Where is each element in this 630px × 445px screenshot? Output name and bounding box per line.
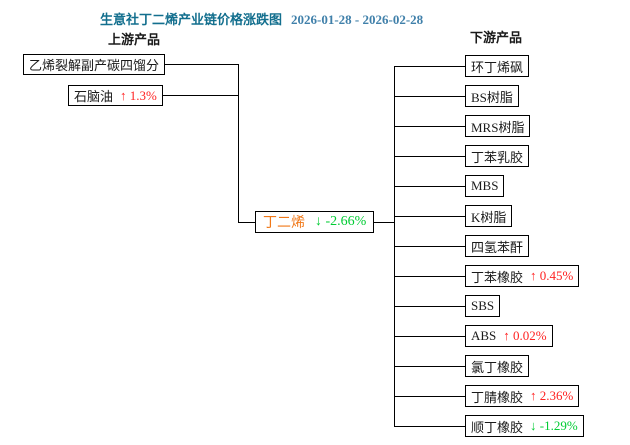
downstream-header: 下游产品 — [470, 30, 523, 45]
product-label: 四氢苯酐 — [471, 239, 524, 255]
connector-line — [394, 126, 470, 127]
upstream-product-box: 乙烯裂解副产碳四馏分 — [23, 54, 166, 75]
product-label: MBS — [471, 178, 499, 193]
downstream-product-box: 丁苯橡胶 ↑ 0.45% — [465, 265, 580, 287]
price-change: ↑ 2.36% — [530, 388, 574, 403]
downstream-product-box: MBS — [465, 175, 505, 197]
product-label: MRS树脂 — [471, 119, 525, 135]
upstream-product-box: 石脑油 ↑ 1.3% — [68, 85, 163, 106]
product-label: 环丁烯砜 — [471, 59, 524, 75]
downstream-product-box: ABS ↑ 0.02% — [465, 325, 553, 347]
downstream-product-box: BS树脂 — [465, 85, 519, 107]
downstream-product-box: SBS — [465, 295, 501, 317]
diagram-title: 生意社丁二烯产业链价格涨跌图 2026-01-28 - 2026-02-28 — [100, 9, 423, 28]
downstream-product-box: MRS树脂 — [465, 115, 531, 137]
connector-line — [394, 156, 470, 157]
connector-line — [238, 222, 268, 223]
connector-line — [394, 306, 470, 307]
downstream-product-box: 氯丁橡胶 — [465, 355, 530, 377]
connector-line — [394, 246, 470, 247]
product-label: 氯丁橡胶 — [471, 359, 524, 375]
connector-line — [394, 186, 470, 187]
connector-line — [140, 64, 238, 65]
product-label: 顺丁橡胶 — [471, 419, 524, 435]
downstream-product-box: 丁苯乳胶 — [465, 145, 530, 167]
price-change: ↑ 0.02% — [503, 328, 547, 343]
price-change: ↑ 0.45% — [530, 268, 574, 283]
connector-line — [394, 276, 470, 277]
product-label: K树脂 — [471, 209, 507, 225]
connector-line — [394, 96, 470, 97]
product-label: 石脑油 — [74, 89, 114, 104]
connector-line — [394, 396, 470, 397]
price-change: ↓ -1.29% — [530, 418, 578, 433]
product-label: 丁腈橡胶 — [471, 389, 524, 405]
price-change: ↓ -2.66% — [315, 214, 367, 229]
title-text: 生意社丁二烯产业链价格涨跌图 — [100, 12, 283, 27]
center-product-box: 丁二烯 ↓ -2.66% — [255, 211, 375, 233]
title-date-range: 2026-01-28 - 2026-02-28 — [291, 12, 424, 27]
downstream-product-box: 丁腈橡胶 ↑ 2.36% — [465, 385, 580, 407]
product-label: 丁苯橡胶 — [471, 269, 524, 285]
connector-line — [140, 95, 238, 96]
connector-line — [394, 366, 470, 367]
product-label: 乙烯裂解副产碳四馏分 — [29, 58, 160, 73]
connector-line — [238, 64, 239, 223]
connector-line — [394, 426, 470, 427]
product-label: ABS — [471, 328, 497, 343]
product-label: 丁苯乳胶 — [471, 149, 524, 165]
downstream-product-box: 顺丁橡胶 ↓ -1.29% — [465, 415, 584, 437]
downstream-product-box: 环丁烯砜 — [465, 55, 530, 77]
product-label: 丁二烯 — [263, 216, 305, 231]
downstream-product-box: K树脂 — [465, 205, 513, 227]
upstream-header: 上游产品 — [108, 32, 161, 47]
connector-line — [394, 336, 470, 337]
connector-line — [358, 222, 394, 223]
product-label: SBS — [471, 298, 495, 313]
downstream-product-box: 四氢苯酐 — [465, 235, 530, 257]
connector-line — [394, 66, 470, 67]
product-label: BS树脂 — [471, 89, 513, 105]
connector-line — [394, 216, 470, 217]
price-change: ↑ 1.3% — [120, 87, 157, 103]
